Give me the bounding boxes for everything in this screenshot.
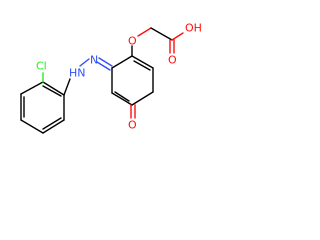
bond-n-c-double xyxy=(96,61,111,71)
bond-c-oh xyxy=(171,32,184,41)
azo-n-label: N xyxy=(90,54,98,67)
bond xyxy=(20,119,44,134)
ether-o-label: O xyxy=(128,35,137,48)
ketone-o-label: O xyxy=(128,119,137,132)
bond xyxy=(42,119,65,134)
structure-canvas: Cl HN N O O OH O xyxy=(0,0,226,162)
hydrazo-nh-label: HN xyxy=(69,67,86,80)
quinoid-ring xyxy=(111,55,154,106)
bond xyxy=(133,60,151,71)
bond xyxy=(114,91,130,102)
bond xyxy=(42,117,62,130)
bond xyxy=(20,81,44,95)
bond xyxy=(131,55,154,69)
bond-nh-n xyxy=(79,58,90,67)
bond xyxy=(42,85,62,97)
bond xyxy=(42,81,65,96)
bond-n-c-double xyxy=(98,57,113,67)
molecule-diagram: Cl HN N O O OH O xyxy=(20,22,202,134)
chlorine-label: Cl xyxy=(36,60,47,73)
bond xyxy=(111,55,133,69)
acid-carbonyl-o-label: O xyxy=(168,54,177,67)
bond xyxy=(111,92,133,106)
bond-ch2-cooh xyxy=(150,27,173,41)
bond xyxy=(131,91,154,106)
chlorophenyl-ring xyxy=(20,81,65,134)
bond-c-nh xyxy=(63,78,71,96)
bond-o-ch2 xyxy=(137,27,152,37)
hydroxyl-label: OH xyxy=(185,22,202,35)
